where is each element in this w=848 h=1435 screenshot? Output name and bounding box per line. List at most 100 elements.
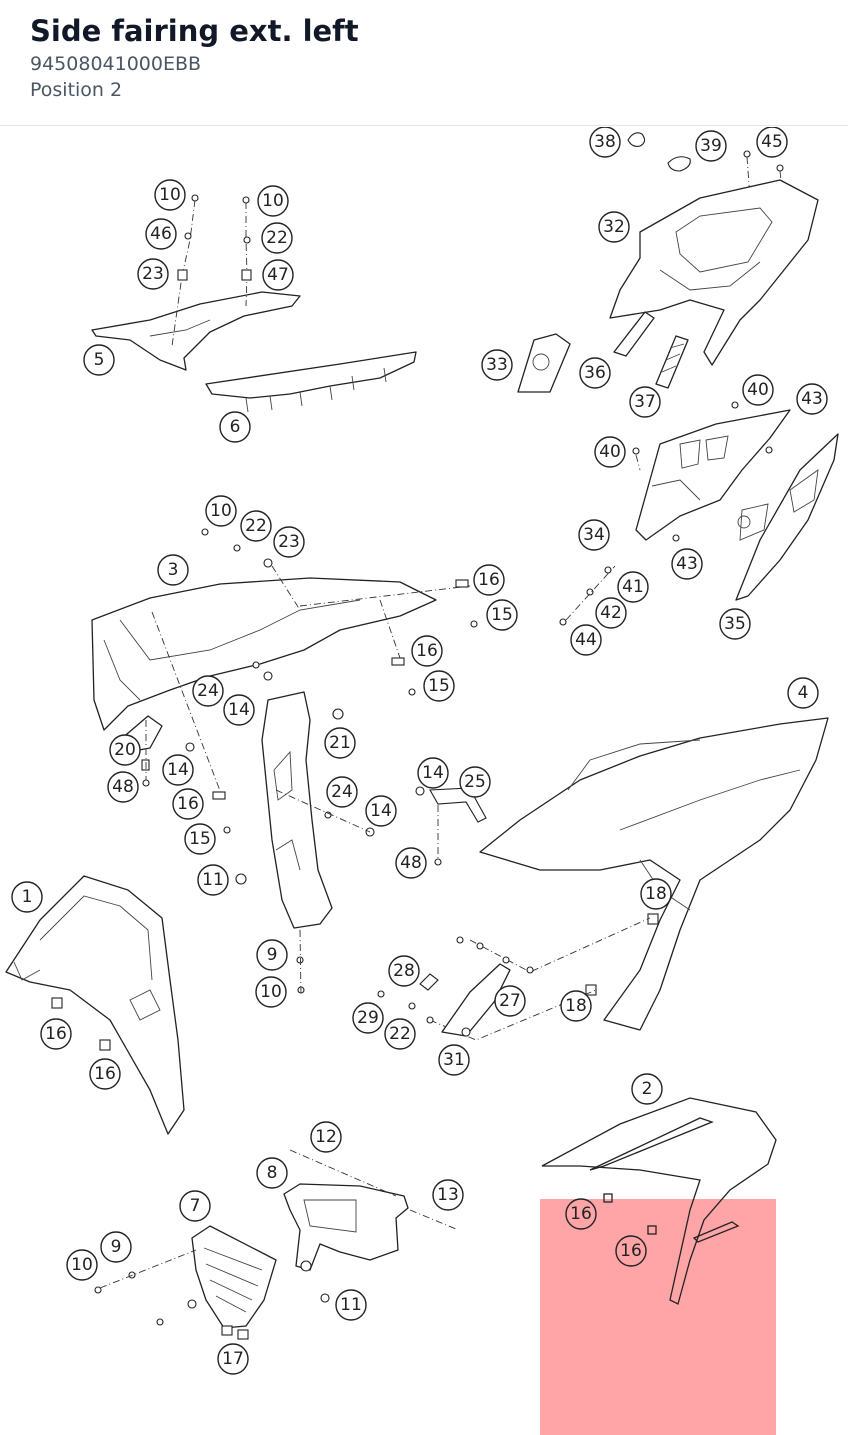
callout-29[interactable]: 29 [352, 1002, 384, 1034]
page-header: Side fairing ext. left 94508041000EBB Po… [0, 0, 848, 126]
callout-18b[interactable]: 18 [560, 990, 592, 1022]
part-2-side-fairing-highlighted [541, 1097, 777, 1305]
svg-text:12: 12 [315, 1127, 337, 1147]
svg-text:24: 24 [197, 681, 219, 701]
svg-text:37: 37 [634, 392, 656, 412]
callout-36[interactable]: 36 [579, 357, 611, 389]
callout-46[interactable]: 46 [145, 218, 177, 250]
callout-16e[interactable]: 16 [89, 1058, 121, 1090]
part-36-trim [613, 311, 655, 357]
svg-text:47: 47 [267, 265, 289, 285]
callout-9b[interactable]: 9 [100, 1231, 132, 1263]
callout-22b[interactable]: 22 [240, 510, 272, 542]
callout-17[interactable]: 17 [217, 1343, 249, 1375]
callout-38[interactable]: 38 [589, 127, 621, 158]
callout-39[interactable]: 39 [695, 130, 727, 162]
callout-24b[interactable]: 24 [326, 776, 358, 808]
svg-text:21: 21 [329, 733, 351, 753]
svg-text:11: 11 [340, 1295, 362, 1315]
svg-text:32: 32 [603, 217, 625, 237]
callout-14b[interactable]: 14 [162, 754, 194, 786]
callout-11b[interactable]: 11 [335, 1289, 367, 1321]
callout-31[interactable]: 31 [438, 1044, 470, 1076]
callout-24a[interactable]: 24 [192, 675, 224, 707]
callout-18a[interactable]: 18 [640, 878, 672, 910]
callout-14d[interactable]: 14 [417, 757, 449, 789]
callout-48b[interactable]: 48 [395, 847, 427, 879]
callout-21[interactable]: 21 [324, 727, 356, 759]
callout-5[interactable]: 5 [83, 344, 115, 376]
callout-22c[interactable]: 22 [384, 1018, 416, 1050]
callout-8[interactable]: 8 [256, 1157, 288, 1189]
callout-40a[interactable]: 40 [742, 374, 774, 406]
callout-37[interactable]: 37 [629, 386, 661, 418]
svg-text:29: 29 [357, 1008, 379, 1028]
callout-10d[interactable]: 10 [255, 976, 287, 1008]
svg-text:1: 1 [22, 887, 33, 907]
callout-23a[interactable]: 23 [137, 258, 169, 290]
svg-text:8: 8 [267, 1163, 278, 1183]
callout-7[interactable]: 7 [179, 1190, 211, 1222]
callout-43a[interactable]: 43 [796, 383, 828, 415]
callout-13[interactable]: 13 [432, 1179, 464, 1211]
callout-10b[interactable]: 10 [257, 185, 289, 217]
callout-16b[interactable]: 16 [411, 635, 443, 667]
callout-3[interactable]: 3 [157, 554, 189, 586]
svg-text:22: 22 [266, 228, 288, 248]
callout-10c[interactable]: 10 [205, 495, 237, 527]
svg-text:15: 15 [189, 829, 211, 849]
callout-10a[interactable]: 10 [154, 179, 186, 211]
callout-4[interactable]: 4 [787, 677, 819, 709]
callout-16c[interactable]: 16 [172, 788, 204, 820]
callout-33[interactable]: 33 [481, 349, 513, 381]
svg-text:10: 10 [262, 191, 284, 211]
svg-text:38: 38 [594, 132, 616, 152]
callout-27[interactable]: 27 [494, 985, 526, 1017]
callout-9a[interactable]: 9 [256, 939, 288, 971]
callout-41[interactable]: 41 [617, 571, 649, 603]
callout-44[interactable]: 44 [570, 624, 602, 656]
callout-40b[interactable]: 40 [594, 436, 626, 468]
callout-42[interactable]: 42 [595, 597, 627, 629]
svg-text:10: 10 [210, 501, 232, 521]
callout-47[interactable]: 47 [262, 259, 294, 291]
callout-15b[interactable]: 15 [423, 670, 455, 702]
callout-35[interactable]: 35 [719, 608, 751, 640]
svg-text:15: 15 [491, 605, 513, 625]
callout-14a[interactable]: 14 [223, 694, 255, 726]
svg-text:31: 31 [443, 1050, 465, 1070]
callout-11a[interactable]: 11 [197, 864, 229, 896]
svg-text:34: 34 [583, 525, 605, 545]
callout-12[interactable]: 12 [310, 1121, 342, 1153]
callout-25[interactable]: 25 [459, 766, 491, 798]
part-35-panel [735, 433, 839, 601]
callout-23b[interactable]: 23 [273, 526, 305, 558]
callout-16a[interactable]: 16 [473, 564, 505, 596]
callout-20[interactable]: 20 [109, 734, 141, 766]
callout-1[interactable]: 1 [11, 881, 43, 913]
svg-text:23: 23 [142, 264, 164, 284]
callout-16f[interactable]: 16 [565, 1198, 597, 1230]
callout-32[interactable]: 32 [598, 211, 630, 243]
callout-34[interactable]: 34 [578, 519, 610, 551]
callout-45[interactable]: 45 [756, 127, 788, 158]
svg-text:3: 3 [168, 560, 179, 580]
svg-text:16: 16 [620, 1241, 642, 1261]
part-37-bracket [655, 335, 689, 389]
svg-text:28: 28 [393, 961, 415, 981]
callout-28[interactable]: 28 [388, 955, 420, 987]
callout-14c[interactable]: 14 [365, 795, 397, 827]
callout-6[interactable]: 6 [219, 411, 251, 443]
callout-22a[interactable]: 22 [261, 222, 293, 254]
callout-43b[interactable]: 43 [671, 548, 703, 580]
callout-10e[interactable]: 10 [66, 1249, 98, 1281]
callout-15a[interactable]: 15 [486, 599, 518, 631]
svg-text:40: 40 [599, 442, 621, 462]
svg-text:10: 10 [260, 982, 282, 1002]
callout-15c[interactable]: 15 [184, 823, 216, 855]
callout-16d[interactable]: 16 [40, 1018, 72, 1050]
callout-2[interactable]: 2 [631, 1073, 663, 1105]
callout-16g[interactable]: 16 [615, 1235, 647, 1267]
callout-48a[interactable]: 48 [107, 771, 139, 803]
svg-text:25: 25 [464, 772, 486, 792]
